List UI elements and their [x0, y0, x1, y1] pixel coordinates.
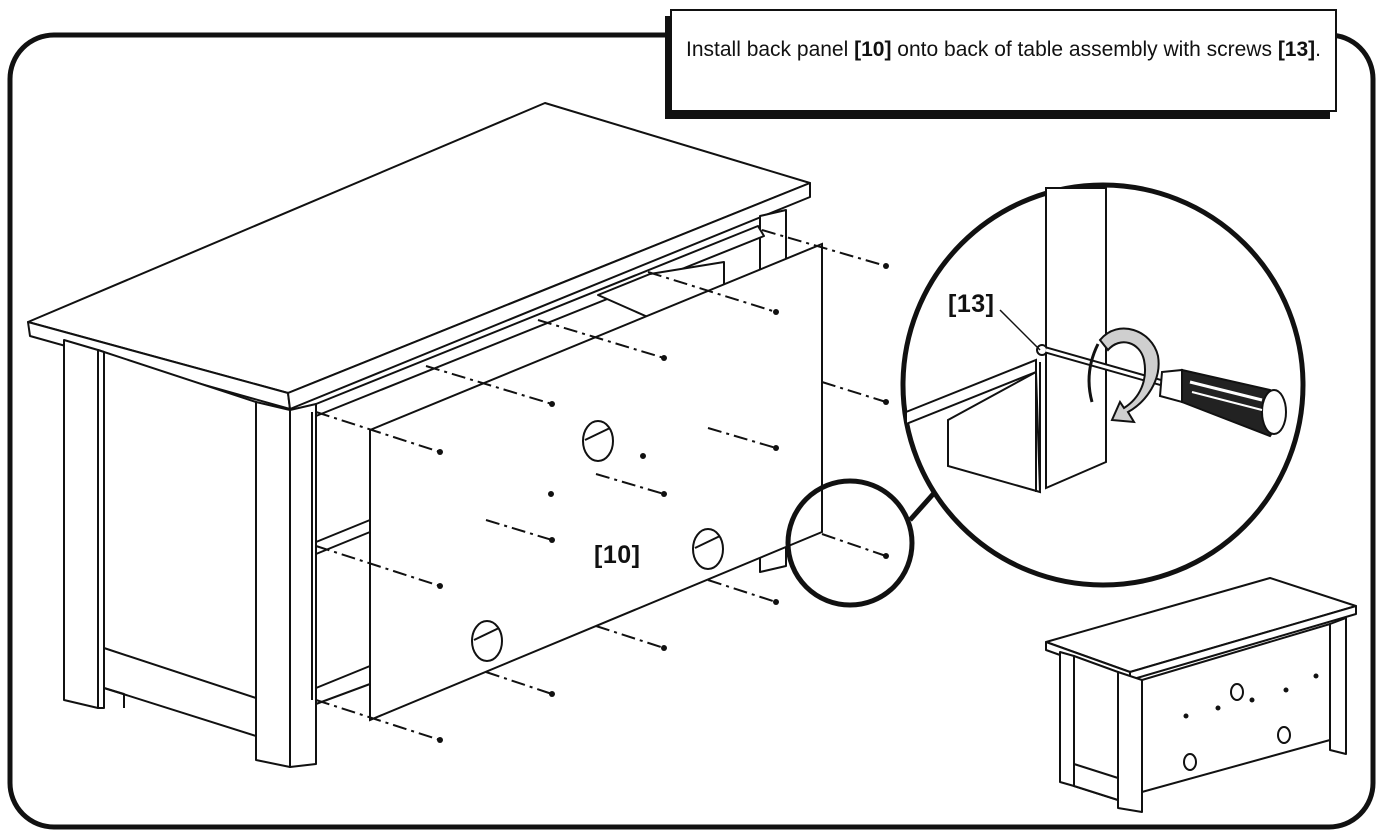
detail-connector: [908, 490, 937, 522]
detail-magnifier: [900, 182, 1306, 588]
access-hole-1: [582, 420, 614, 462]
instruction-callout: Install back panel [10] onto back of tab…: [670, 9, 1337, 112]
detail-source-circle: [785, 478, 915, 608]
access-hole-2: [692, 528, 724, 570]
back-leg-side: [289, 403, 317, 768]
screw-label: [13]: [948, 290, 995, 318]
completed-thumbnail: [1045, 577, 1357, 813]
instruction-screw-ref: [13]: [1277, 38, 1316, 61]
tabletop-side-edge: [287, 182, 811, 410]
stretcher-shadow: [103, 687, 125, 708]
detail-leg-front: [1045, 187, 1107, 490]
bottom-back-rail: [315, 665, 371, 705]
screw-head: [1036, 344, 1048, 356]
left-front-leg-side: [97, 349, 105, 709]
left-end-panel: [97, 349, 257, 706]
instruction-text-3: .: [1315, 38, 1322, 61]
left-front-leg: [63, 339, 99, 709]
instruction-text-2: onto back of table assembly with screws: [891, 38, 1278, 61]
back-panel-label: [10]: [594, 541, 641, 569]
screw-leader: [999, 309, 1041, 351]
instruction-panel-ref: [10]: [854, 38, 892, 61]
screw-tips: [437, 263, 889, 743]
access-hole-3: [471, 620, 503, 662]
screw-guides: [315, 229, 887, 741]
screwdriver-handle: [1158, 368, 1287, 438]
instruction-text-1: Install back panel: [686, 38, 855, 61]
back-panel-sheet: [369, 242, 823, 722]
detail-rail-block: [947, 370, 1042, 494]
back-panel: [369, 242, 823, 722]
back-leg-front: [255, 401, 291, 768]
rotation-arrow: [1098, 327, 1160, 424]
